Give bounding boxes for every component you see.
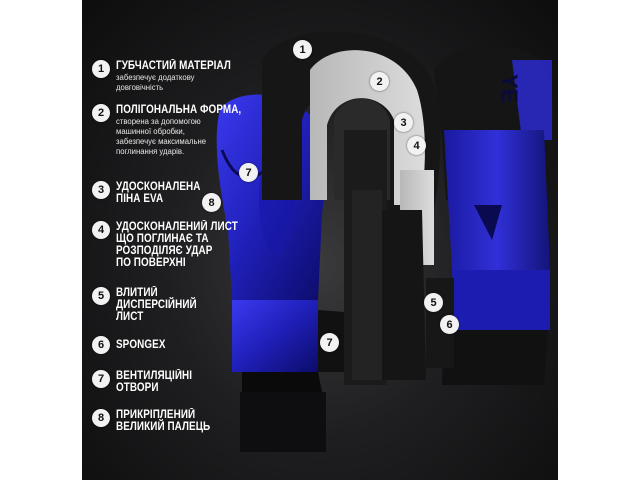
feature-title: ВЕНТИЛЯЦІЙНІ ОТВОРИ <box>116 370 193 394</box>
feature-item: 2 ПОЛІГОНАЛЬНА ФОРМА, створена за допомо… <box>92 104 262 156</box>
feature-number-badge: 2 <box>92 104 110 122</box>
callout-number-badge: 4 <box>407 136 426 155</box>
feature-title: ПРИКРІПЛЕНИЙ ВЕЛИКИЙ ПАЛЕЦЬ <box>116 409 211 433</box>
callout-marker: 2 <box>370 72 389 91</box>
feature-title: УДОСКОНАЛЕНИЙ ЛИСТ ЩО ПОГЛИНАЄ ТА РОЗПОД… <box>116 221 238 269</box>
product-infographic: YE 1 ГУБЧАСТИЙ МАТЕРІАЛ забезпечує додат… <box>82 0 558 480</box>
callout-number-badge: 3 <box>394 113 413 132</box>
callout-number-badge: 5 <box>424 293 443 312</box>
cutaway-layers <box>262 31 441 385</box>
feature-number-badge: 3 <box>92 181 110 199</box>
feature-number-badge: 8 <box>92 409 110 427</box>
feature-item: 3 УДОСКОНАЛЕНА ПІНА EVA <box>92 181 214 205</box>
brand-mark: YE <box>497 74 522 104</box>
feature-description: створена за допомогою машинної обробки, … <box>116 116 207 156</box>
feature-item: 6 SPONGEX <box>92 336 174 354</box>
feature-number-badge: 4 <box>92 221 110 239</box>
callout-marker: 5 <box>424 293 443 312</box>
feature-title: ГУБЧАСТИЙ МАТЕРІАЛ <box>116 60 231 72</box>
callout-number-badge: 7 <box>239 163 258 182</box>
callout-marker: 6 <box>440 315 459 334</box>
callout-marker: 7 <box>239 163 258 182</box>
callout-marker: 1 <box>293 40 312 59</box>
feature-title: УДОСКОНАЛЕНА ПІНА EVA <box>116 181 201 205</box>
feature-item: 8 ПРИКРІПЛЕНИЙ ВЕЛИКИЙ ПАЛЕЦЬ <box>92 409 226 433</box>
feature-item: 4 УДОСКОНАЛЕНИЙ ЛИСТ ЩО ПОГЛИНАЄ ТА РОЗП… <box>92 221 258 269</box>
callout-marker: 4 <box>407 136 426 155</box>
feature-title: ПОЛІГОНАЛЬНА ФОРМА, <box>116 104 242 116</box>
callout-number-badge: 2 <box>370 72 389 91</box>
callout-marker: 7 <box>320 333 339 352</box>
feature-number-badge: 6 <box>92 336 110 354</box>
right-glove <box>426 45 556 385</box>
feature-item: 7 ВЕНТИЛЯЦІЙНІ ОТВОРИ <box>92 370 204 394</box>
callout-number-badge: 6 <box>440 315 459 334</box>
feature-title: SPONGEX <box>116 339 166 351</box>
feature-number-badge: 7 <box>92 370 110 388</box>
feature-number-badge: 5 <box>92 287 110 305</box>
feature-title: ВЛИТИЙ ДИСПЕРСІЙНИЙ ЛИСТ <box>116 287 197 323</box>
gloves-illustration <box>216 31 556 452</box>
feature-description: забезпечує додаткову довговічність <box>116 72 195 92</box>
feature-number-badge: 1 <box>92 60 110 78</box>
callout-marker: 8 <box>202 193 221 212</box>
callout-marker: 3 <box>394 113 413 132</box>
callout-number-badge: 1 <box>293 40 312 59</box>
callout-number-badge: 8 <box>202 193 221 212</box>
feature-item: 5 ВЛИТИЙ ДИСПЕРСІЙНИЙ ЛИСТ <box>92 287 210 323</box>
feature-item: 1 ГУБЧАСТИЙ МАТЕРІАЛ забезпечує додатков… <box>92 60 250 92</box>
callout-number-badge: 7 <box>320 333 339 352</box>
